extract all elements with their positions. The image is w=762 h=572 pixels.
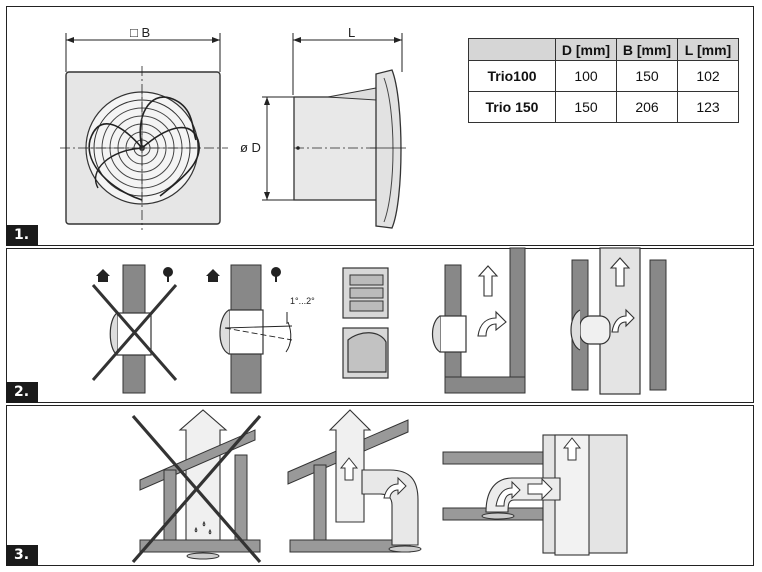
table-row: Trio 150 150 206 123 <box>468 91 739 123</box>
tree-icon <box>271 267 281 282</box>
arrow-up-icon <box>477 265 499 297</box>
panel-number-3: 3. <box>6 545 39 566</box>
l-cell: 123 <box>677 91 739 123</box>
table-row: Trio100 100 150 102 <box>468 60 739 92</box>
spec-table: D [mm] B [mm] L [mm] Trio100 100 150 102… <box>468 38 739 123</box>
house-icon <box>206 269 220 282</box>
arrow-curve-icon <box>611 308 635 333</box>
panel-number-1: 1. <box>6 225 39 246</box>
arrow-curve-icon <box>383 476 407 499</box>
arrow-right-icon <box>527 477 553 501</box>
dimension-l-label: L <box>348 25 355 40</box>
fan-side-view: L ø D <box>240 25 406 229</box>
tree-icon <box>163 267 173 282</box>
panel-number-2: 2. <box>6 382 39 403</box>
arrow-curve-icon <box>477 310 507 337</box>
arrow-curve-icon <box>495 480 521 507</box>
b-cell: 150 <box>616 60 678 92</box>
arrow-up-icon <box>609 257 631 287</box>
spec-table-header-row: D [mm] B [mm] L [mm] <box>468 38 739 61</box>
house-icon <box>96 269 110 282</box>
l-cell: 102 <box>677 60 739 92</box>
model-cell: Trio 150 <box>468 91 556 123</box>
fan-front-view: □ B <box>60 25 228 230</box>
angle-label: 1°...2° <box>290 296 315 306</box>
header-cell-d: D [mm] <box>555 38 617 61</box>
header-cell-model <box>468 38 556 61</box>
dimension-d-label: ø D <box>240 140 261 155</box>
arrow-up-icon <box>562 437 582 461</box>
dimension-b-label: □ B <box>130 25 150 40</box>
arrow-up-icon <box>339 457 359 481</box>
